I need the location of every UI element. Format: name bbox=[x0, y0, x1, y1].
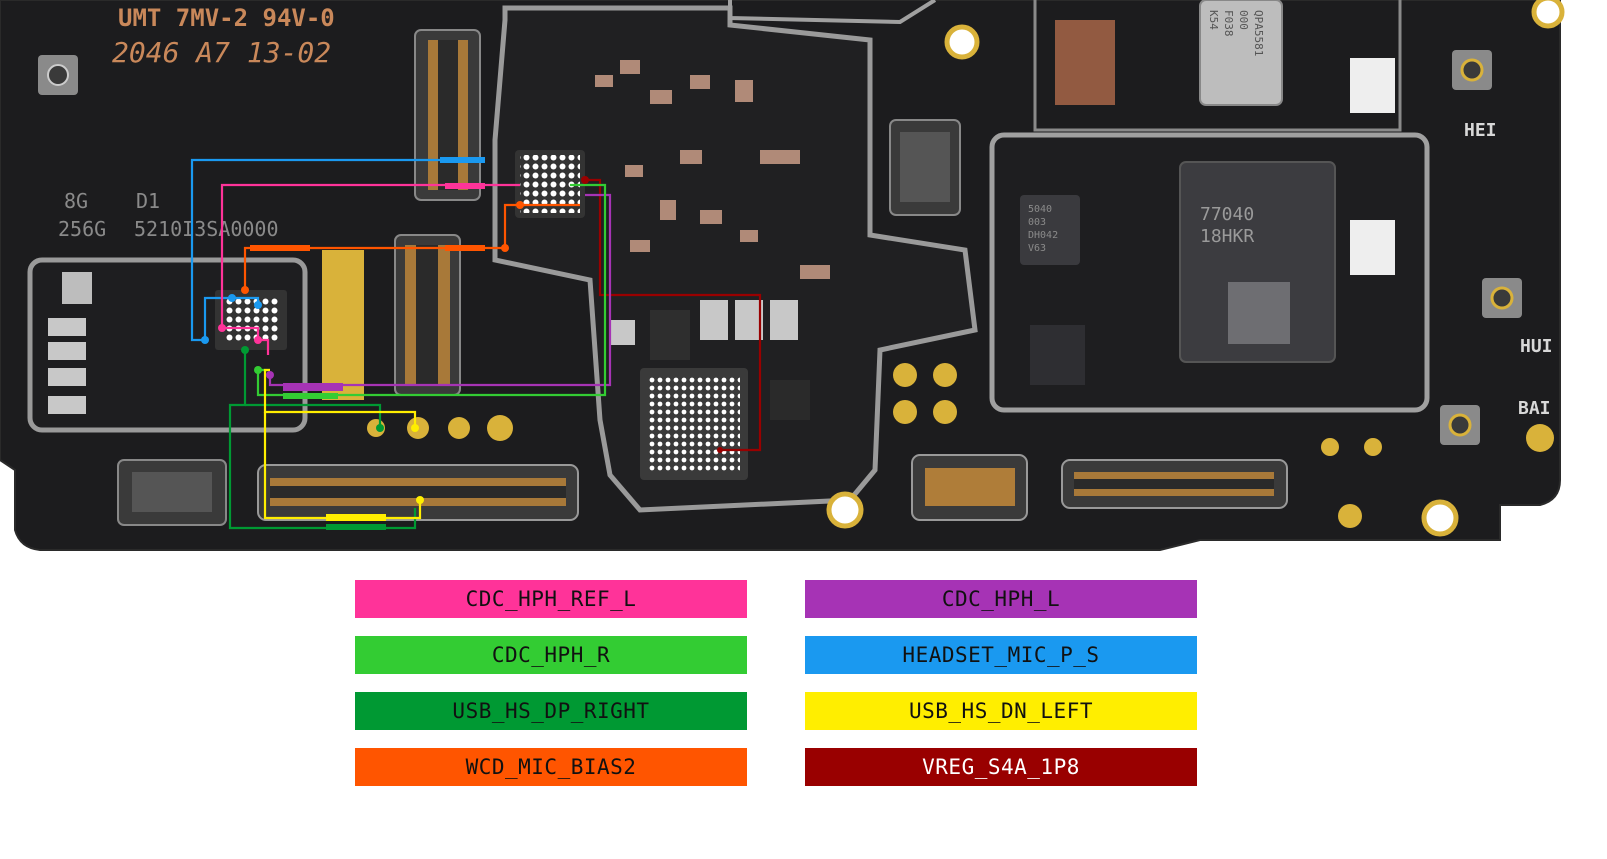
connector-bottom-long bbox=[257, 464, 579, 521]
legend-item-vreg-s4a-1p8: VREG_S4A_1P8 bbox=[805, 748, 1197, 786]
antenna-connector-bai bbox=[1440, 405, 1480, 445]
connector-bottom-mid bbox=[911, 454, 1028, 521]
silkscreen-line-2: 2046 A7 13-02 bbox=[112, 36, 331, 69]
main-chip bbox=[1179, 161, 1336, 363]
antenna-connector-hei bbox=[1452, 50, 1492, 90]
passive-components bbox=[48, 20, 1395, 420]
legend-item-cdc-hph-ref-l: CDC_HPH_REF_L bbox=[355, 580, 747, 618]
antenna-connector-hui bbox=[1482, 278, 1522, 318]
bga-chip-ball-grid bbox=[648, 376, 740, 472]
silkscreen-antenna-hei: HEI bbox=[1464, 120, 1497, 141]
silkscreen-line-1: UMT 7MV-2 94V-0 bbox=[118, 4, 335, 32]
legend-item-cdc-hph-l: CDC_HPH_L bbox=[805, 580, 1197, 618]
trace-headset-mic-p-s bbox=[190, 158, 448, 342]
connector-small-left bbox=[117, 459, 227, 526]
silkscreen-mem-2: 256G bbox=[58, 217, 106, 241]
small-chip-text-3: DH042 bbox=[1028, 230, 1058, 241]
pcb-board-diagram: 77040 18HKR QPA5581 000 F038 K54 5040 00… bbox=[0, 0, 1565, 551]
trace-nodes bbox=[201, 176, 723, 504]
gold-test-pads bbox=[367, 363, 1554, 528]
legend-item-wcd-mic-bias2: WCD_MIC_BIAS2 bbox=[355, 748, 747, 786]
pa-chip-text-4: K54 bbox=[1207, 10, 1220, 30]
silkscreen-d1: D1 bbox=[136, 189, 160, 213]
pa-chip bbox=[1199, 0, 1283, 106]
legend-item-headset-mic-p-s: HEADSET_MIC_P_S bbox=[805, 636, 1197, 674]
trace-vreg-s4a-1p8 bbox=[585, 178, 762, 452]
main-chip-qr bbox=[1228, 282, 1290, 344]
shield-frame-top-right bbox=[1033, 0, 1402, 132]
trace-usb-hs-dp-right bbox=[228, 350, 417, 530]
small-chip-text-1: 5040 bbox=[1028, 204, 1052, 215]
connector-vertical-2 bbox=[394, 234, 461, 396]
pa-chip-text-1: QPA5581 bbox=[1252, 10, 1265, 56]
mounting-holes bbox=[826, 0, 1565, 537]
main-chip-text-2: 18HKR bbox=[1200, 226, 1254, 247]
legend-item-usb-hs-dp-right: USB_HS_DP_RIGHT bbox=[355, 692, 747, 730]
small-chip bbox=[1020, 195, 1080, 265]
trace-cdc-hph-ref-l bbox=[220, 183, 520, 355]
trace-labels bbox=[250, 157, 485, 530]
pa-chip-text-2: 000 bbox=[1237, 10, 1250, 30]
silkscreen-mem-1: 8G bbox=[64, 189, 88, 213]
pa-chip-text-3: F038 bbox=[1222, 10, 1235, 37]
legend-item-usb-hs-dn-left: USB_HS_DN_LEFT bbox=[805, 692, 1197, 730]
trace-usb-hs-dp-right-2 bbox=[245, 403, 382, 428]
antenna-connector-1 bbox=[38, 55, 78, 95]
legend-item-cdc-hph-r: CDC_HPH_R bbox=[355, 636, 747, 674]
shield-frame-center bbox=[492, 5, 978, 513]
shield-frame-top bbox=[728, 0, 937, 25]
trace-wcd-mic-bias2 bbox=[243, 203, 525, 292]
small-chip-text-4: V63 bbox=[1028, 243, 1046, 254]
gold-pad bbox=[322, 250, 364, 400]
connector-small-center bbox=[889, 119, 961, 216]
silkscreen-code: 5210I3SA0000 bbox=[134, 217, 279, 241]
connector-vertical-1 bbox=[414, 29, 481, 201]
silkscreen-antenna-bai: BAI bbox=[1518, 398, 1551, 419]
left-chip-balls bbox=[225, 298, 280, 343]
signal-legend: CDC_HPH_REF_L CDC_HPH_L CDC_HPH_R HEADSET_M… bbox=[0, 580, 1607, 859]
connector-bottom-right bbox=[1061, 459, 1288, 509]
trace-cdc-hph-l bbox=[268, 193, 612, 387]
small-chip-text-2: 003 bbox=[1028, 217, 1046, 228]
main-chip-text-1: 77040 bbox=[1200, 204, 1254, 225]
silkscreen-antenna-hui: HUI bbox=[1520, 336, 1553, 357]
